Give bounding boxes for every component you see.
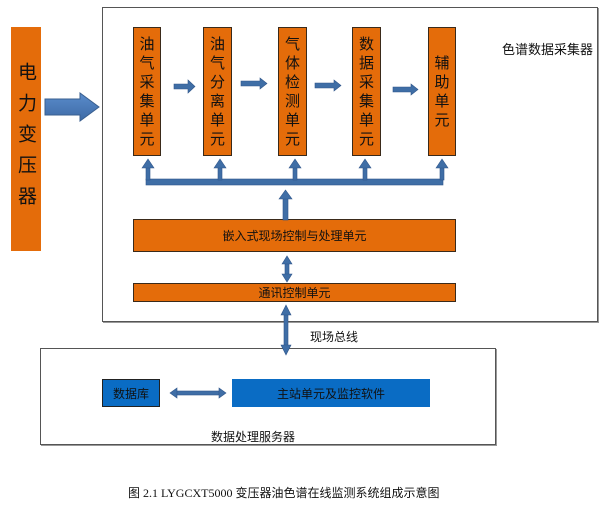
unit-oil-gas-separation: 油气分离单元 <box>203 27 232 156</box>
big-arrow-icon <box>44 92 100 122</box>
unit-auxiliary: 辅助单元 <box>428 27 456 156</box>
transformer-label: 电力变压器 <box>15 61 37 217</box>
arrow-up-icon <box>358 158 372 169</box>
fieldbus-label: 现场总线 <box>310 330 359 344</box>
collector-title: 色谱数据采集器 <box>502 43 594 58</box>
unit-label: 数据采集单元 <box>358 34 374 148</box>
database-label: 数据库 <box>112 386 149 401</box>
server-title: 数据处理服务器 <box>211 430 296 444</box>
arrow-up-icon <box>278 189 293 200</box>
unit-data-acquisition: 数据采集单元 <box>352 27 381 156</box>
embedded-control-unit: 嵌入式现场控制与处理单元 <box>133 219 456 252</box>
collector-frame <box>102 7 598 322</box>
double-arrow-icon <box>281 255 293 265</box>
master-station-label: 主站单元及监控软件 <box>276 386 385 401</box>
comm-control-unit: 通讯控制单元 <box>133 283 456 302</box>
arrow-right-icon <box>173 79 196 94</box>
comm-control-label: 通讯控制单元 <box>258 286 331 300</box>
unit-gas-detection: 气体检测单元 <box>278 27 307 156</box>
embedded-control-label: 嵌入式现场控制与处理单元 <box>222 229 367 243</box>
transformer-block: 电力变压器 <box>11 27 41 251</box>
db-link-arrow-icon <box>169 387 178 399</box>
arrow-right-icon <box>314 79 342 92</box>
arrow-right-icon <box>240 77 268 90</box>
master-station-box: 主站单元及监控软件 <box>232 379 430 407</box>
unit-label: 气体检测单元 <box>284 34 300 148</box>
arrow-up-icon <box>213 158 227 169</box>
unit-label: 油气采集单元 <box>139 34 155 148</box>
fieldbus-arrow-icon <box>280 304 292 316</box>
unit-label: 油气分离单元 <box>209 34 225 148</box>
arrow-up-icon <box>141 158 155 169</box>
figure-caption: 图 2.1 LYGCXT5000 变压器油色谱在线监测系统组成示意图 <box>128 486 440 500</box>
arrow-right-icon <box>392 83 419 96</box>
unit-label: 辅助单元 <box>434 53 450 129</box>
arrow-up-icon <box>435 158 449 169</box>
database-box: 数据库 <box>102 379 160 407</box>
unit-oil-gas-collection: 油气采集单元 <box>133 27 161 156</box>
arrow-up-icon <box>288 158 302 169</box>
